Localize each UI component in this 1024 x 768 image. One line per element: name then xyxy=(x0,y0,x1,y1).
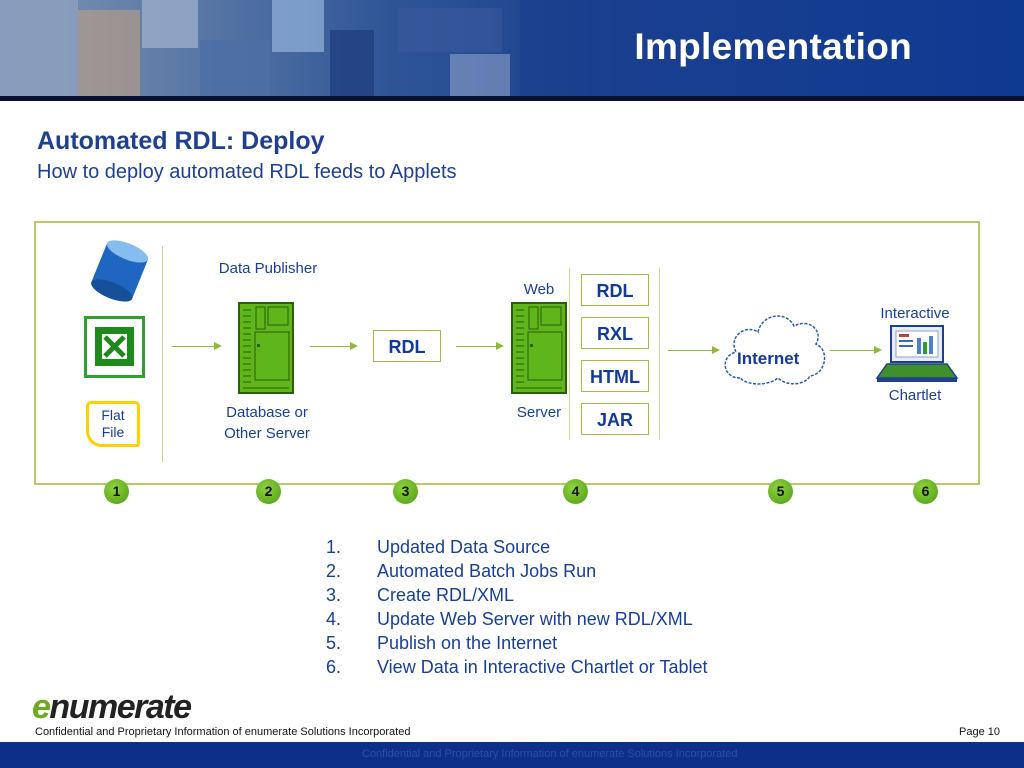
panel-divider xyxy=(659,268,660,440)
slide-title: Implementation xyxy=(634,26,912,67)
server-label: Server xyxy=(516,404,562,421)
footer-bar-text: Confidential and Proprietary Information… xyxy=(362,748,738,760)
step-number: 3. xyxy=(326,585,342,605)
step-circle-2: 2 xyxy=(256,479,281,504)
interactive-label: Interactive xyxy=(880,305,950,322)
panel-divider xyxy=(162,246,163,462)
format-box-rxl: RXL xyxy=(581,317,649,349)
section-subheading: How to deploy automated RDL feeds to App… xyxy=(37,161,457,183)
header-divider xyxy=(0,96,1024,101)
step-text: View Data in Interactive Chartlet or Tab… xyxy=(377,657,708,677)
confidential-notice: Confidential and Proprietary Information… xyxy=(35,726,411,738)
list-item: 1. Updated Data Source xyxy=(326,535,708,559)
step-text: Update Web Server with new RDL/XML xyxy=(377,609,693,629)
list-item: 4. Update Web Server with new RDL/XML xyxy=(326,607,708,631)
internet-label: Internet xyxy=(737,349,800,368)
step-text: Publish on the Internet xyxy=(377,633,558,653)
diagram-panel xyxy=(34,221,980,485)
server-tower-icon xyxy=(238,302,294,394)
step-circle-1: 1 xyxy=(104,479,129,504)
step-circle-5: 5 xyxy=(768,479,793,504)
flow-arrow xyxy=(310,342,358,350)
step-number: 1. xyxy=(326,537,342,557)
step-number: 5. xyxy=(326,633,342,653)
step-number: 2. xyxy=(326,561,342,581)
chartlet-label: Chartlet xyxy=(888,387,942,404)
format-box-html: HTML xyxy=(581,360,649,392)
flow-arrow xyxy=(456,342,504,350)
step-text: Automated Batch Jobs Run xyxy=(377,561,597,581)
section-heading: Automated RDL: Deploy xyxy=(37,127,325,155)
step-circle-3: 3 xyxy=(393,479,418,504)
enumerate-logo: enumerate xyxy=(32,688,192,727)
step-text: Create RDL/XML xyxy=(377,585,515,605)
step-text: Updated Data Source xyxy=(377,537,551,557)
steps-list: 1. Updated Data Source 2. Automated Batch … xyxy=(326,535,708,679)
logo-initial: e xyxy=(32,688,51,726)
header-banner xyxy=(0,0,1024,96)
flow-arrow xyxy=(172,342,222,350)
logo-rest: numerate xyxy=(49,688,192,726)
list-item: 3. Create RDL/XML xyxy=(326,583,708,607)
panel-divider xyxy=(569,268,570,440)
database-server-label: Database or Other Server xyxy=(224,404,310,442)
list-item: 2. Automated Batch Jobs Run xyxy=(326,559,708,583)
internet-cloud-icon xyxy=(724,315,826,385)
server-tower-icon xyxy=(511,302,567,394)
flat-file-icon: Flat File xyxy=(86,401,140,447)
flow-arrow xyxy=(668,346,720,354)
footer-bar: Confidential and Proprietary Information… xyxy=(0,742,1024,768)
step-number: 6. xyxy=(326,657,342,677)
list-item: 5. Publish on the Internet xyxy=(326,631,708,655)
web-label: Web xyxy=(523,281,555,298)
flow-arrow xyxy=(830,346,882,354)
laptop-icon xyxy=(875,325,959,382)
excel-icon xyxy=(84,316,145,378)
data-publisher-label: Data Publisher xyxy=(218,260,318,277)
format-box-jar: JAR xyxy=(581,403,649,435)
page-number: Page 10 xyxy=(959,726,1000,738)
database-cylinder-icon xyxy=(91,240,149,302)
step-number: 4. xyxy=(326,609,342,629)
step-circle-4: 4 xyxy=(563,479,588,504)
format-box-rdl: RDL xyxy=(581,274,649,306)
step-circle-6: 6 xyxy=(913,479,938,504)
rdl-file-box: RDL xyxy=(373,330,441,362)
list-item: 6. View Data in Interactive Chartlet or T… xyxy=(326,655,708,679)
